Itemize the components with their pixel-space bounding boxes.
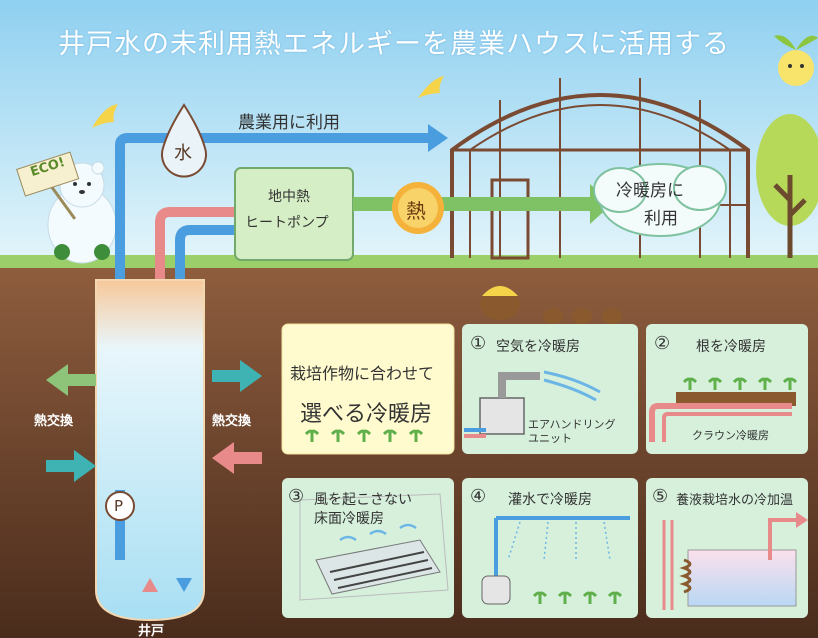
page-title: 井戸水の未利用熱エネルギーを農業ハウスに活用する — [58, 29, 730, 60]
bird-icon — [418, 76, 444, 98]
panel-1-sub-line2: ユニット — [528, 432, 572, 445]
floor-heating-icon — [299, 493, 449, 601]
panel-1-number: ① — [470, 333, 487, 354]
heat-exchange-arrows-right — [212, 360, 262, 474]
panel-1-title: 空気を冷暖房 — [496, 339, 580, 355]
heat-pump-unit — [234, 167, 354, 261]
pump-label: P — [114, 497, 124, 515]
air-handling-unit-icon — [464, 370, 601, 438]
nutrient-tank-icon — [662, 512, 808, 610]
seedlings-icon — [304, 429, 424, 442]
cold-pipe-end-icon — [176, 578, 192, 592]
panel-1-sub-line1: エアハンドリング — [528, 418, 616, 431]
panel-4-title: 灌水で冷暖房 — [508, 492, 592, 508]
sun-icon — [392, 182, 444, 234]
main-panel-line2: 選べる冷暖房 — [300, 402, 433, 427]
hot-pipe-end-icon — [142, 578, 158, 592]
hvac-label-line1: 冷暖房に — [616, 181, 684, 201]
panel-5-title: 養液栽培水の冷加温 — [676, 493, 794, 508]
bird-icon — [92, 104, 118, 128]
panel-4-number: ④ — [470, 486, 487, 507]
main-panel-bg — [281, 323, 455, 455]
heat-arrow-shaft — [353, 197, 593, 211]
eco-sign — [16, 151, 80, 220]
panel-3-number: ③ — [288, 486, 305, 507]
heat-pump-label-line2: ヒートポンプ — [245, 215, 329, 231]
heat-label: 熱 — [406, 199, 426, 223]
heat-exchange-arrows-left — [46, 364, 96, 482]
panel-5-number: ⑤ — [652, 486, 669, 507]
tree-icon — [756, 114, 818, 258]
arrow-agri-icon — [428, 124, 448, 152]
agri-use-label: 農業用に利用 — [238, 113, 340, 133]
panel-3-title-line1: 風を起こさない — [314, 492, 412, 508]
cold-pipe — [175, 225, 245, 585]
cloud-shape — [593, 163, 727, 237]
panel-2-title: 根を冷暖房 — [696, 339, 766, 355]
panel-3-title-line2: 床面冷暖房 — [314, 511, 384, 527]
heat-exchange-right-label: 熱交換 — [212, 414, 252, 429]
well-shaft — [95, 279, 205, 622]
panel-2-number: ② — [654, 333, 671, 354]
blue-pipe-agri — [115, 133, 435, 495]
pump-icon — [105, 491, 135, 521]
mole-mascot-icon — [480, 286, 622, 324]
hot-pipe — [155, 207, 245, 585]
water-label: 水 — [174, 143, 192, 164]
hvac-label-line2: 利用 — [644, 209, 678, 229]
panel-2-bg — [646, 324, 808, 454]
panel-2-sub: クラウン冷暖房 — [692, 429, 769, 442]
heat-exchange-left-label: 熱交換 — [34, 414, 74, 429]
water-drop-icon — [161, 103, 207, 178]
crown-bed-icon — [649, 377, 798, 442]
heat-pump-label-line1: 地中熱 — [268, 189, 310, 205]
sprout-mascot-icon — [774, 35, 818, 86]
irrigation-icon — [481, 516, 630, 605]
well-label: 井戸 — [138, 624, 165, 638]
main-panel-line1: 栽培作物に合わせて — [290, 364, 435, 383]
panel-3-bg — [282, 478, 454, 618]
